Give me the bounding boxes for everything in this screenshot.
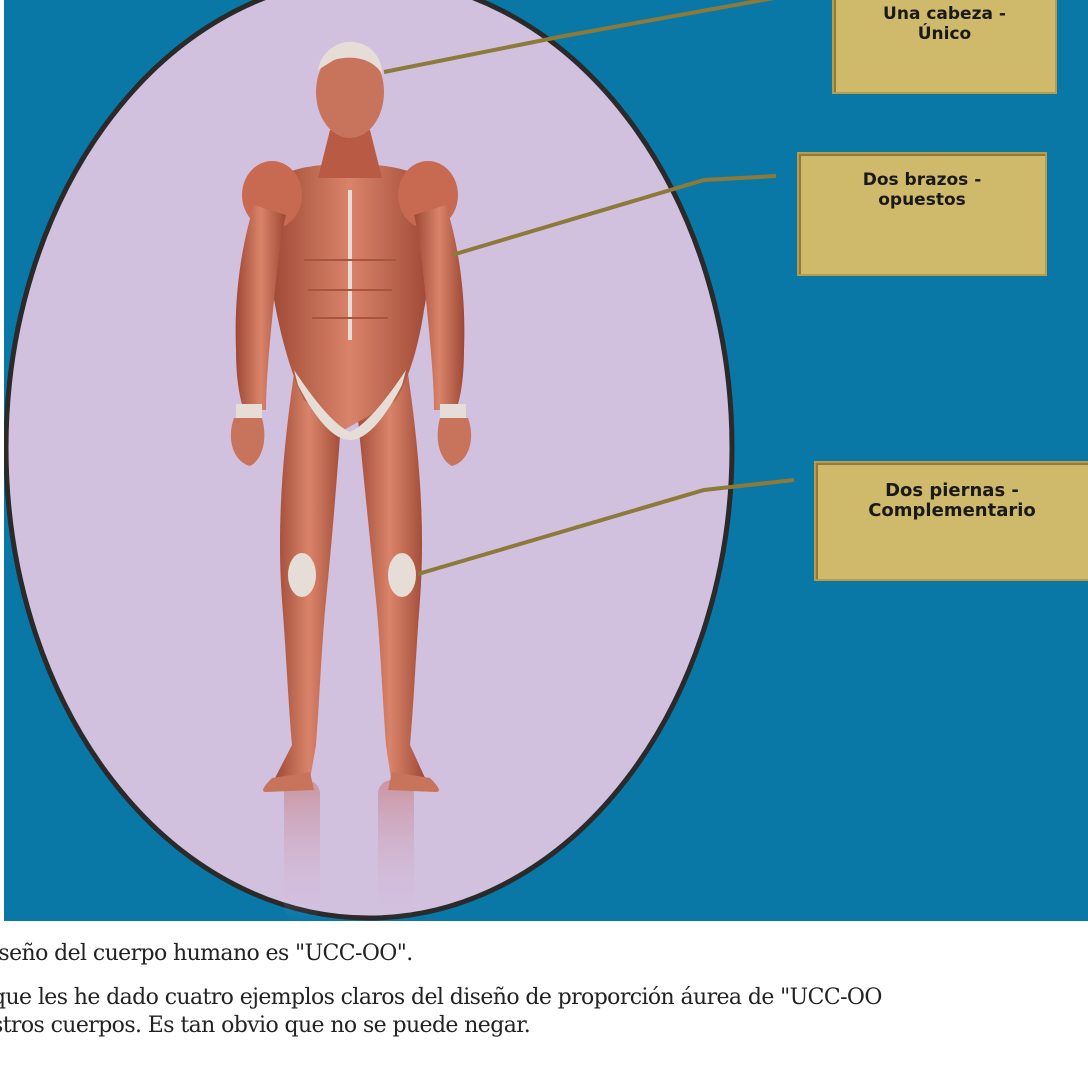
label-head-text: Una cabeza - Único xyxy=(883,4,1006,44)
label-arms-text: Dos brazos - opuestos xyxy=(863,170,982,210)
label-legs-text: Dos piernas - Complementario xyxy=(868,481,1036,521)
caption-line-3: stros cuerpos. Es tan obvio que no se pu… xyxy=(0,1013,530,1038)
label-legs: Dos piernas - Complementario xyxy=(814,461,1088,581)
anatomy-figure: Una cabeza - Único Dos brazos - opuestos… xyxy=(4,0,1088,921)
label-head: Una cabeza - Único xyxy=(832,0,1057,94)
caption-line-2: que les he dado cuatro ejemplos claros d… xyxy=(0,985,882,1010)
caption-line-1: iseño del cuerpo humano es "UCC-OO". xyxy=(0,941,413,966)
caption-text: iseño del cuerpo humano es "UCC-OO". que… xyxy=(0,921,1088,1072)
label-arms: Dos brazos - opuestos xyxy=(797,152,1047,276)
